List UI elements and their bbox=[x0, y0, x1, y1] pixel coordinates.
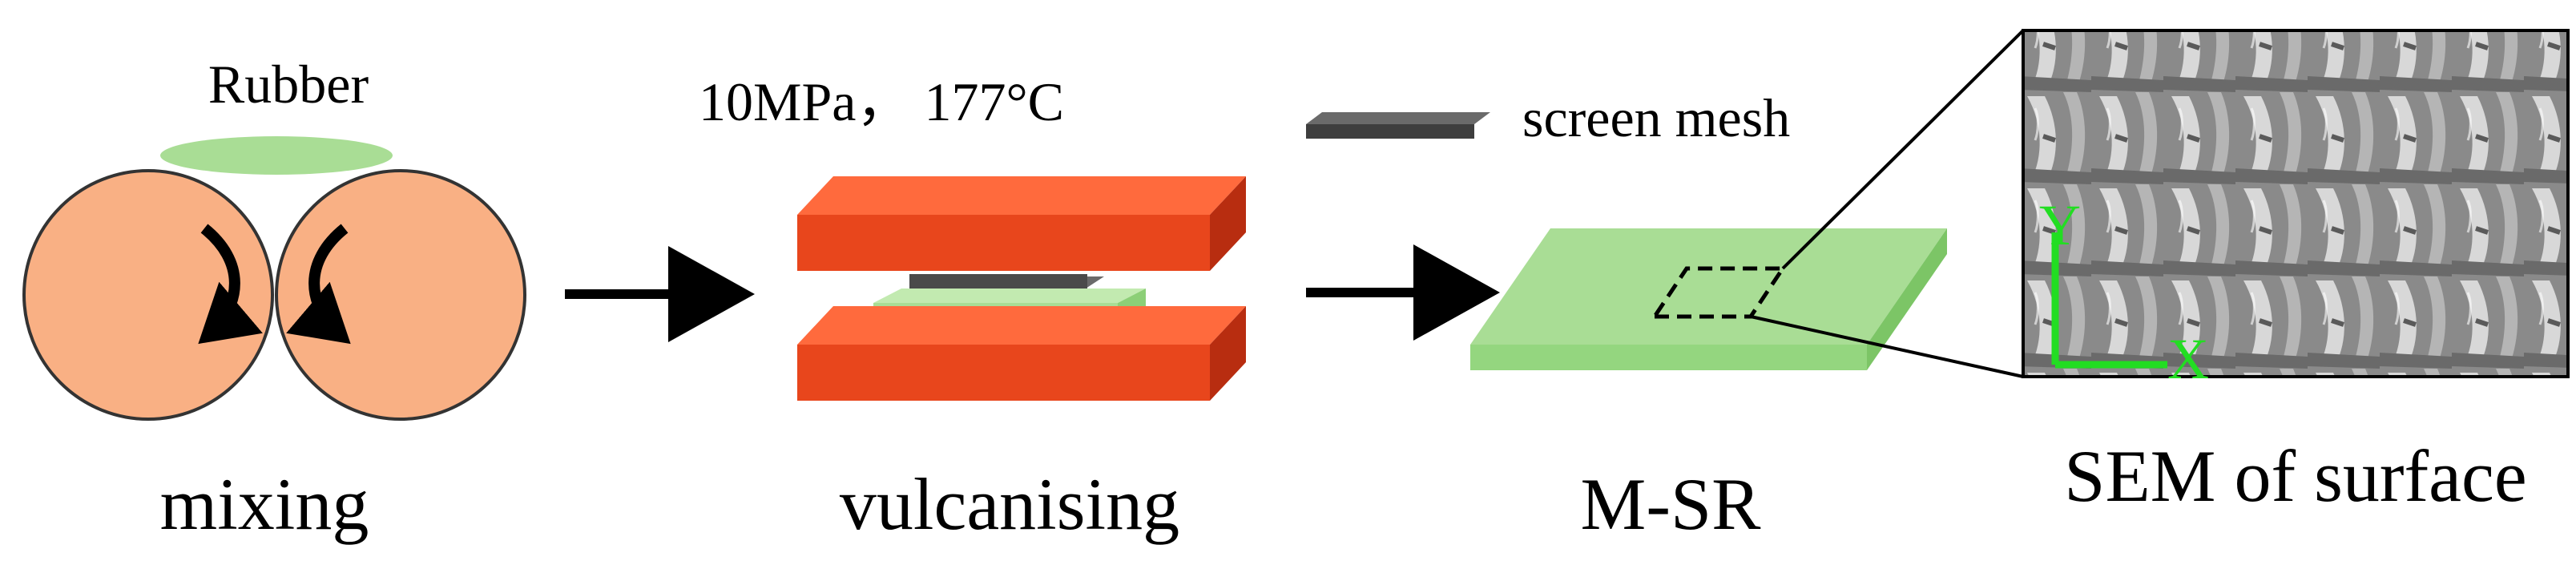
mesh-legend-label: screen mesh bbox=[1522, 87, 1790, 148]
msr-step: screen mesh M-SR bbox=[1306, 29, 2025, 545]
zoom-line-bottom bbox=[1750, 315, 2024, 378]
press-conditions: 10MPa， 177°C bbox=[699, 71, 1064, 132]
sample-area-marker bbox=[1651, 266, 1787, 319]
mixing-label: mixing bbox=[160, 463, 369, 545]
mesh-legend: screen mesh bbox=[1306, 87, 1790, 148]
vulcanising-label: vulcanising bbox=[840, 463, 1179, 545]
axis-y-label: Y bbox=[2039, 193, 2081, 257]
rotation-arrow-icon bbox=[286, 224, 351, 345]
axis-icon: Y X bbox=[2039, 193, 2209, 391]
zoom-line-top bbox=[1781, 29, 2025, 270]
sem-step: Y X SEM of surface bbox=[2022, 29, 2570, 517]
sem-image bbox=[2022, 29, 2570, 378]
rotation-arrow-icon bbox=[198, 224, 263, 345]
msr-sheet bbox=[1470, 228, 1947, 370]
sem-label: SEM of surface bbox=[2064, 435, 2526, 517]
axis-x-label: X bbox=[2167, 327, 2209, 391]
screen-mesh bbox=[909, 274, 1104, 289]
top-press-plate bbox=[797, 176, 1246, 271]
rubber-label: Rubber bbox=[208, 54, 369, 115]
mixing-step: Rubber mixing bbox=[22, 54, 526, 545]
rubber-sheet bbox=[160, 136, 393, 175]
bottom-press-plate bbox=[797, 306, 1246, 401]
vulcanising-step: 10MPa， 177°C vulcanising bbox=[699, 71, 1246, 545]
msr-label: M-SR bbox=[1581, 463, 1762, 545]
